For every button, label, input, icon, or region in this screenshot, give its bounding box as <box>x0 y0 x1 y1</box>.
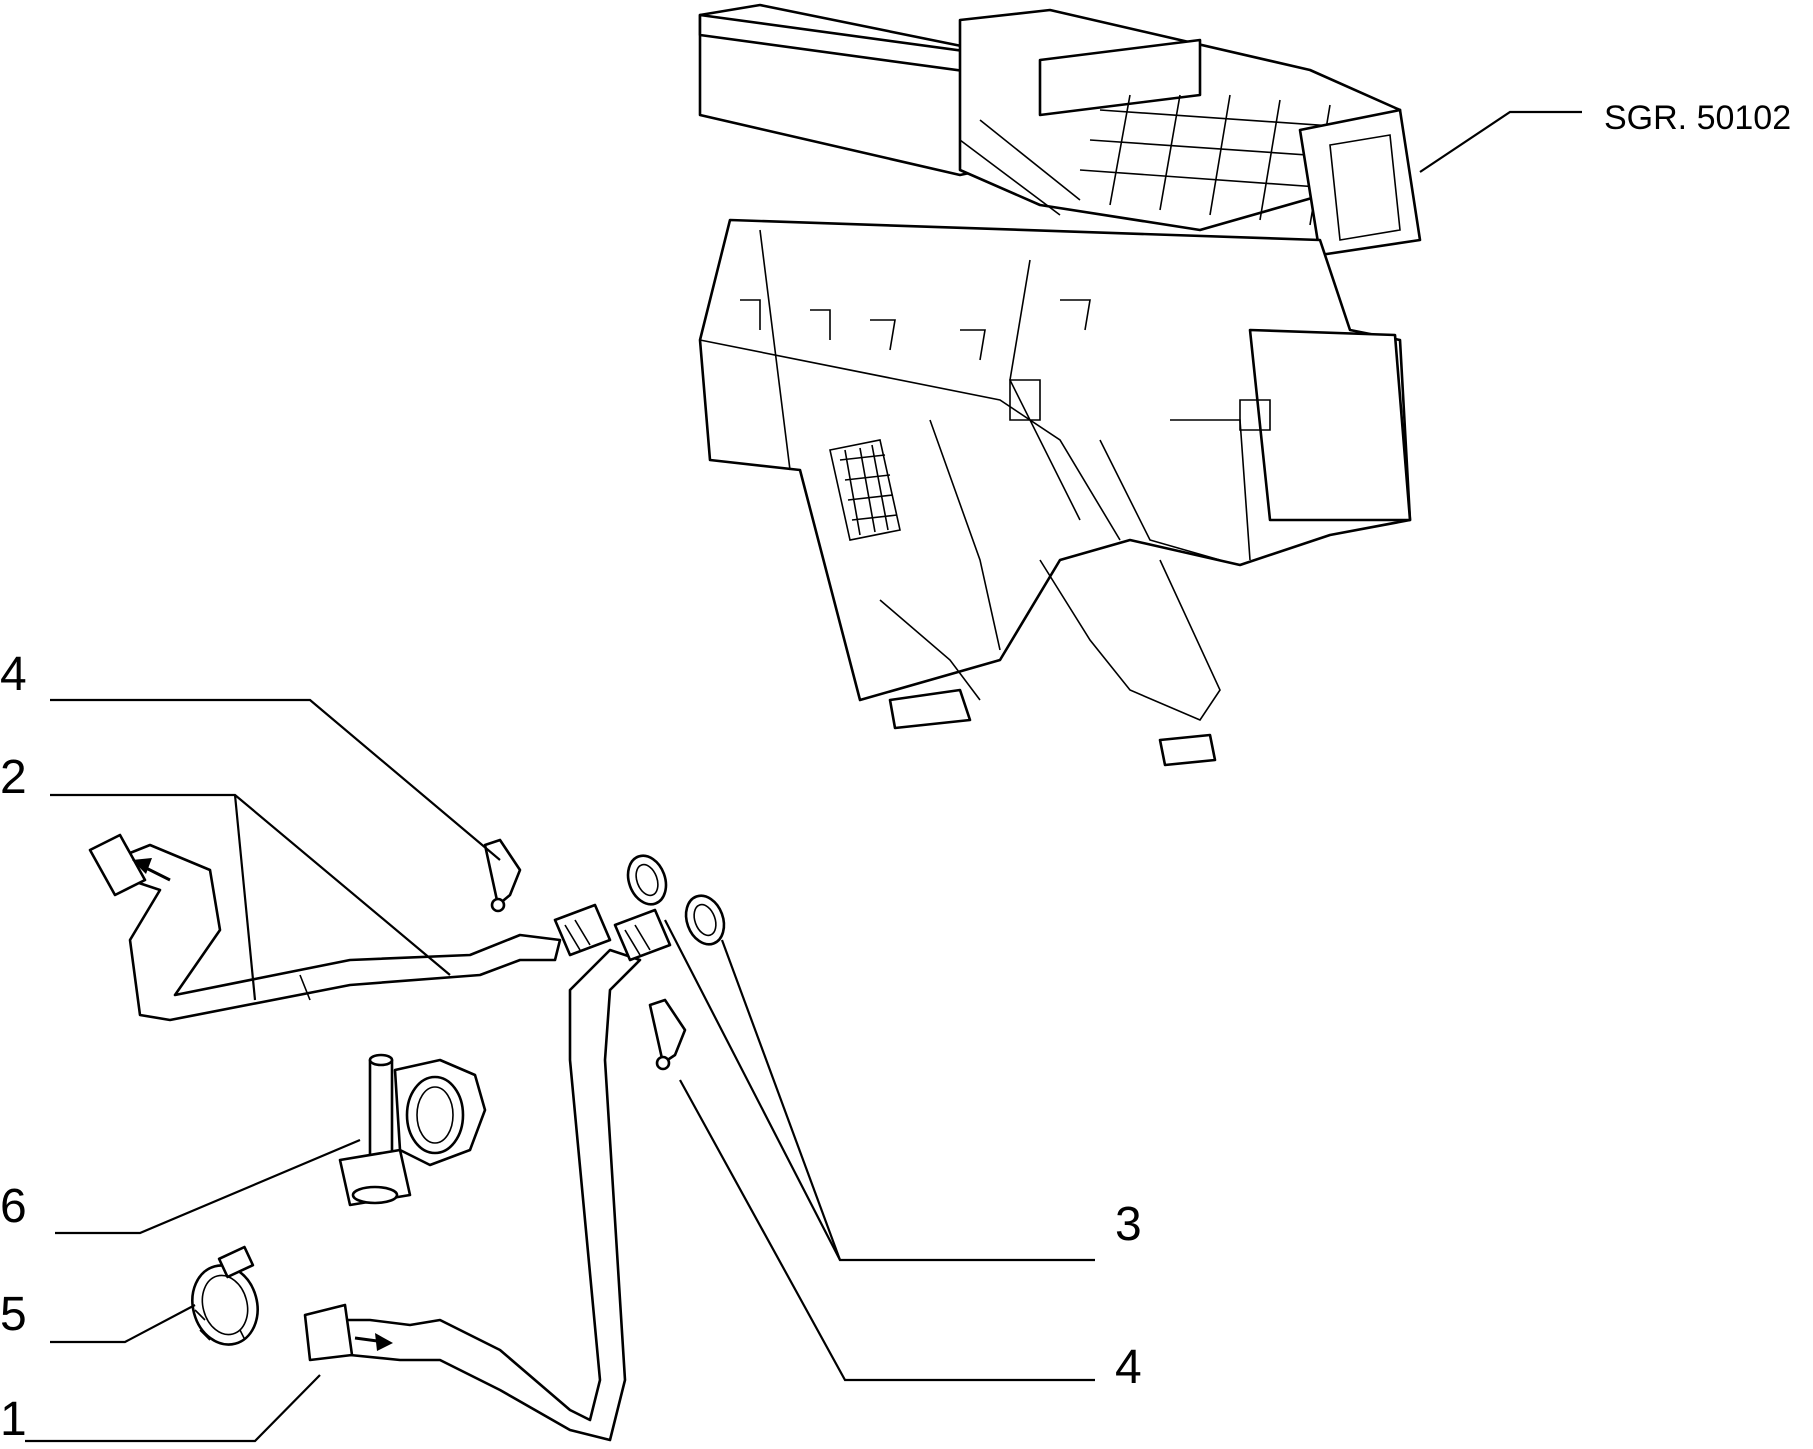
callout-6: 6 <box>0 1180 27 1233</box>
hose-icon <box>303 908 672 1442</box>
heater-unit-icon <box>698 3 1422 767</box>
valve-icon <box>338 1053 487 1207</box>
o-ring-icon <box>626 854 726 946</box>
callout-2: 2 <box>0 751 27 804</box>
flow-arrow-icon <box>132 858 171 882</box>
clip-icon <box>483 838 687 1071</box>
callout-4-upper: 4 <box>0 648 27 701</box>
callout-4-lower: 4 <box>1115 1341 1142 1394</box>
leader-lines <box>25 110 1582 1443</box>
hose-icon <box>88 833 612 1022</box>
callout-3: 3 <box>1115 1198 1142 1251</box>
flow-arrow-icon <box>354 1333 393 1351</box>
clamp-icon <box>191 1245 259 1346</box>
reference-label: SGR. 50102 <box>1604 99 1791 137</box>
callout-5: 5 <box>0 1288 27 1341</box>
callout-1: 1 <box>0 1393 27 1446</box>
